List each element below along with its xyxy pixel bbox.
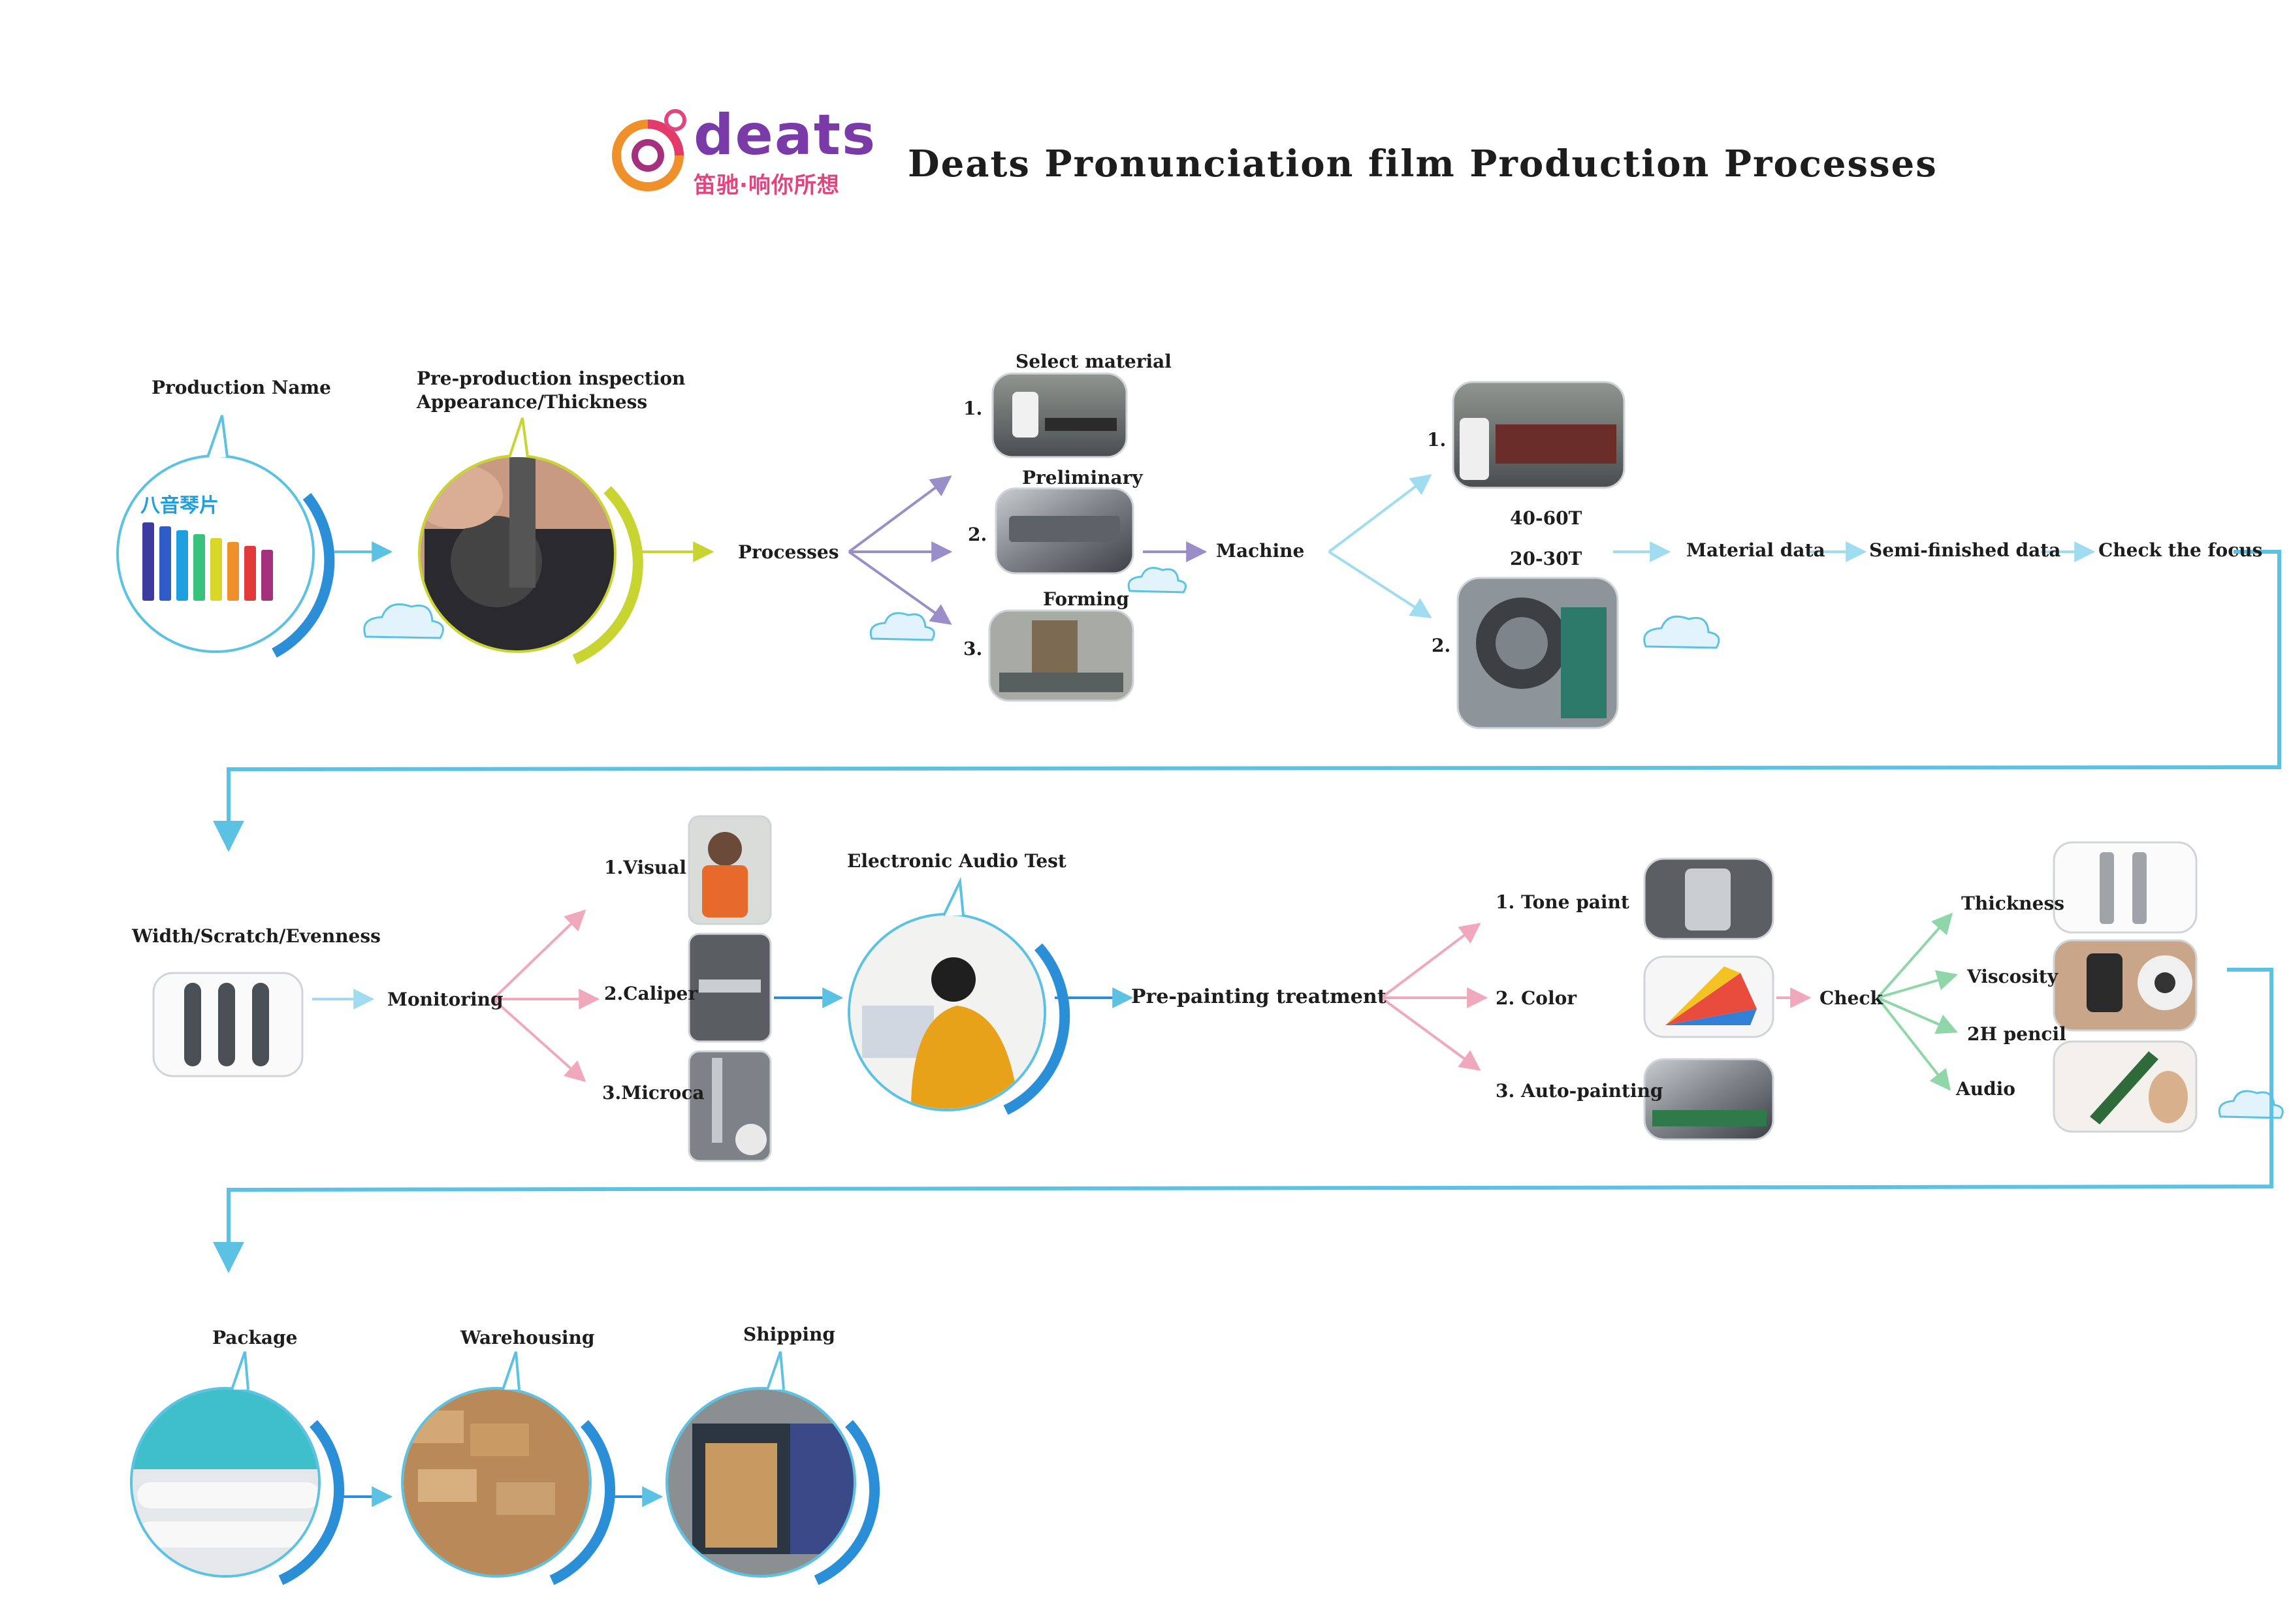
monitor-caliper-label: 2.Caliper — [604, 983, 698, 1004]
audio-test-label: Electronic Audio Test — [847, 850, 1066, 872]
product-name-cn: 八音琴片 — [140, 494, 219, 517]
glockenspiel-bars — [142, 522, 273, 601]
step-3-number: 3. — [963, 638, 983, 660]
cloud-icon — [363, 567, 2284, 1119]
paint-tone-label: 1. Tone paint — [1496, 891, 1629, 913]
color-chart-photo — [1643, 955, 1774, 1038]
warehousing-circle — [401, 1351, 616, 1585]
shipping-label: Shipping — [743, 1324, 835, 1345]
production-name-label: Production Name — [152, 377, 331, 398]
monitoring-label: Monitoring — [387, 989, 504, 1010]
step-2-number: 2. — [968, 524, 987, 545]
package-circle — [130, 1351, 345, 1585]
machine-label: Machine — [1216, 540, 1305, 562]
paint-auto-label: 3. Auto-painting — [1496, 1080, 1663, 1102]
page-title: Deats Pronunciation film Production Proc… — [908, 142, 1938, 185]
processes-label: Processes — [738, 541, 839, 563]
check-audio-label: Audio — [1956, 1078, 2015, 1100]
thickness-gauge-photo — [2053, 841, 2198, 934]
deats-logo: deats 笛驰·响你所想 — [607, 98, 875, 202]
width-scratch-label: Width/Scratch/Evenness — [132, 925, 381, 947]
auto-painting-photo — [1643, 1058, 1774, 1141]
viscosity-meter-photo — [2053, 939, 2198, 1032]
package-label: Package — [212, 1327, 298, 1348]
caliper-photo — [688, 932, 772, 1043]
monitor-micrometer-label: 3.Microca — [602, 1082, 705, 1104]
logo-slogan: 笛驰·响你所想 — [694, 172, 840, 199]
monitor-visual-label: 1.Visual — [604, 857, 686, 878]
inspection-label-line1: Pre-production inspection — [417, 368, 686, 389]
step-1-number: 1. — [963, 398, 983, 419]
check-focus-label: Check the focus — [2098, 539, 2263, 561]
step-preliminary-label: Preliminary — [1022, 467, 1143, 488]
product-circle — [116, 415, 335, 658]
audio-test-circle — [848, 876, 1070, 1115]
step-forming-label: Forming — [1043, 588, 1129, 610]
pencil-photo — [2053, 1040, 2198, 1133]
machine-1-photo — [1452, 381, 1626, 489]
inspection-label-line2: Appearance/Thickness — [417, 391, 648, 413]
machine-2-tonnage: 20-30T — [1510, 548, 1582, 569]
check-pencil-label: 2H pencil — [1967, 1023, 2066, 1045]
check-thickness-label: Thickness — [1961, 893, 2064, 914]
preliminary-photo — [995, 487, 1134, 575]
warehousing-label: Warehousing — [460, 1327, 595, 1348]
micrometer-photo — [688, 1050, 772, 1162]
semi-finished-data-label: Semi-finished data — [1869, 539, 2061, 561]
material-data-label: Material data — [1686, 539, 1825, 561]
shipping-circle — [665, 1351, 880, 1585]
step-select-material-label: Select material — [1016, 351, 1172, 372]
machine-1-number: 1. — [1427, 429, 1447, 451]
logo-word: deats — [694, 103, 877, 168]
select-material-photo — [991, 372, 1128, 458]
check-label: Check — [1819, 987, 1883, 1009]
forming-photo — [988, 609, 1134, 702]
machine-1-tonnage: 40-60T — [1510, 507, 1582, 529]
machine-2-number: 2. — [1432, 635, 1451, 656]
machine-2-photo — [1456, 577, 1619, 729]
bars-photo — [152, 972, 304, 1077]
pre-painting-label: Pre-painting treatment — [1131, 985, 1386, 1008]
inspection-circle — [418, 417, 643, 665]
check-viscosity-label: Viscosity — [1967, 966, 2058, 987]
paint-color-label: 2. Color — [1496, 987, 1577, 1009]
tone-paint-photo — [1643, 857, 1774, 940]
logo-mark-icon — [612, 109, 686, 191]
visual-photo — [688, 815, 772, 925]
